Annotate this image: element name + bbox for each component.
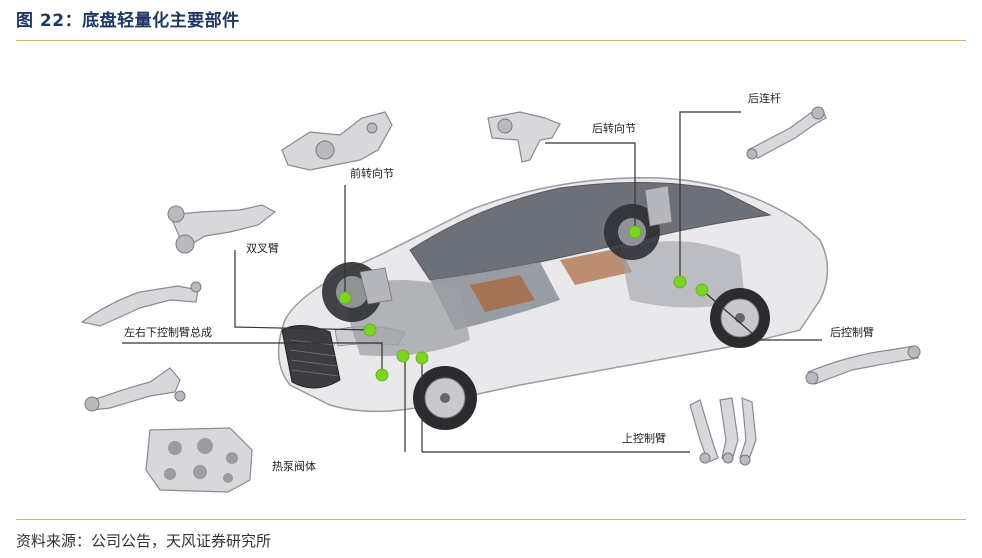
marker-heat-pump-2 <box>415 351 429 365</box>
upper-control-arm-part <box>689 397 757 466</box>
rear-knuckle-part <box>487 111 561 163</box>
top-divider <box>16 40 966 41</box>
label-front-knuckle: 前转向节 <box>350 166 394 180</box>
front-wheel <box>413 366 477 430</box>
heat-pump-valve-part <box>145 427 253 493</box>
double-wishbone-part <box>167 204 277 254</box>
rear-link-part <box>746 106 827 160</box>
label-rear-control-arm: 后控制臂 <box>830 325 874 339</box>
marker-rear-knuckle <box>628 225 642 239</box>
label-rear-knuckle: 后转向节 <box>592 121 636 135</box>
front-knuckle-part <box>281 111 393 171</box>
label-rear-link: 后连杆 <box>748 91 781 105</box>
lower-control-arm-part <box>80 281 202 327</box>
label-heat-pump-valve: 热泵阀体 <box>272 459 316 473</box>
rear-wheel <box>710 288 770 348</box>
figure-title: 图 22：底盘轻量化主要部件 <box>16 11 240 31</box>
bottom-divider <box>16 519 966 520</box>
car-illustration <box>277 177 829 430</box>
marker-heat-pump-1 <box>396 349 410 363</box>
marker-front-knuckle <box>338 291 352 305</box>
label-upper-control-arm: 上控制臂 <box>622 431 666 445</box>
marker-rear-link <box>673 275 687 289</box>
component-markers <box>338 225 709 382</box>
label-lower-control-arm: 左右下控制臂总成 <box>124 325 212 339</box>
marker-double-wishbone <box>363 323 377 337</box>
marker-lower-control-arm <box>375 368 389 382</box>
rear-control-arm-part <box>805 345 921 385</box>
marker-rear-control-arm <box>695 283 709 297</box>
label-double-wishbone: 双叉臂 <box>246 242 279 255</box>
lower-control-arm-part-2 <box>84 367 186 412</box>
leader-lines <box>122 111 822 453</box>
figure-source: 资料来源：公司公告，天风证券研究所 <box>16 532 272 550</box>
